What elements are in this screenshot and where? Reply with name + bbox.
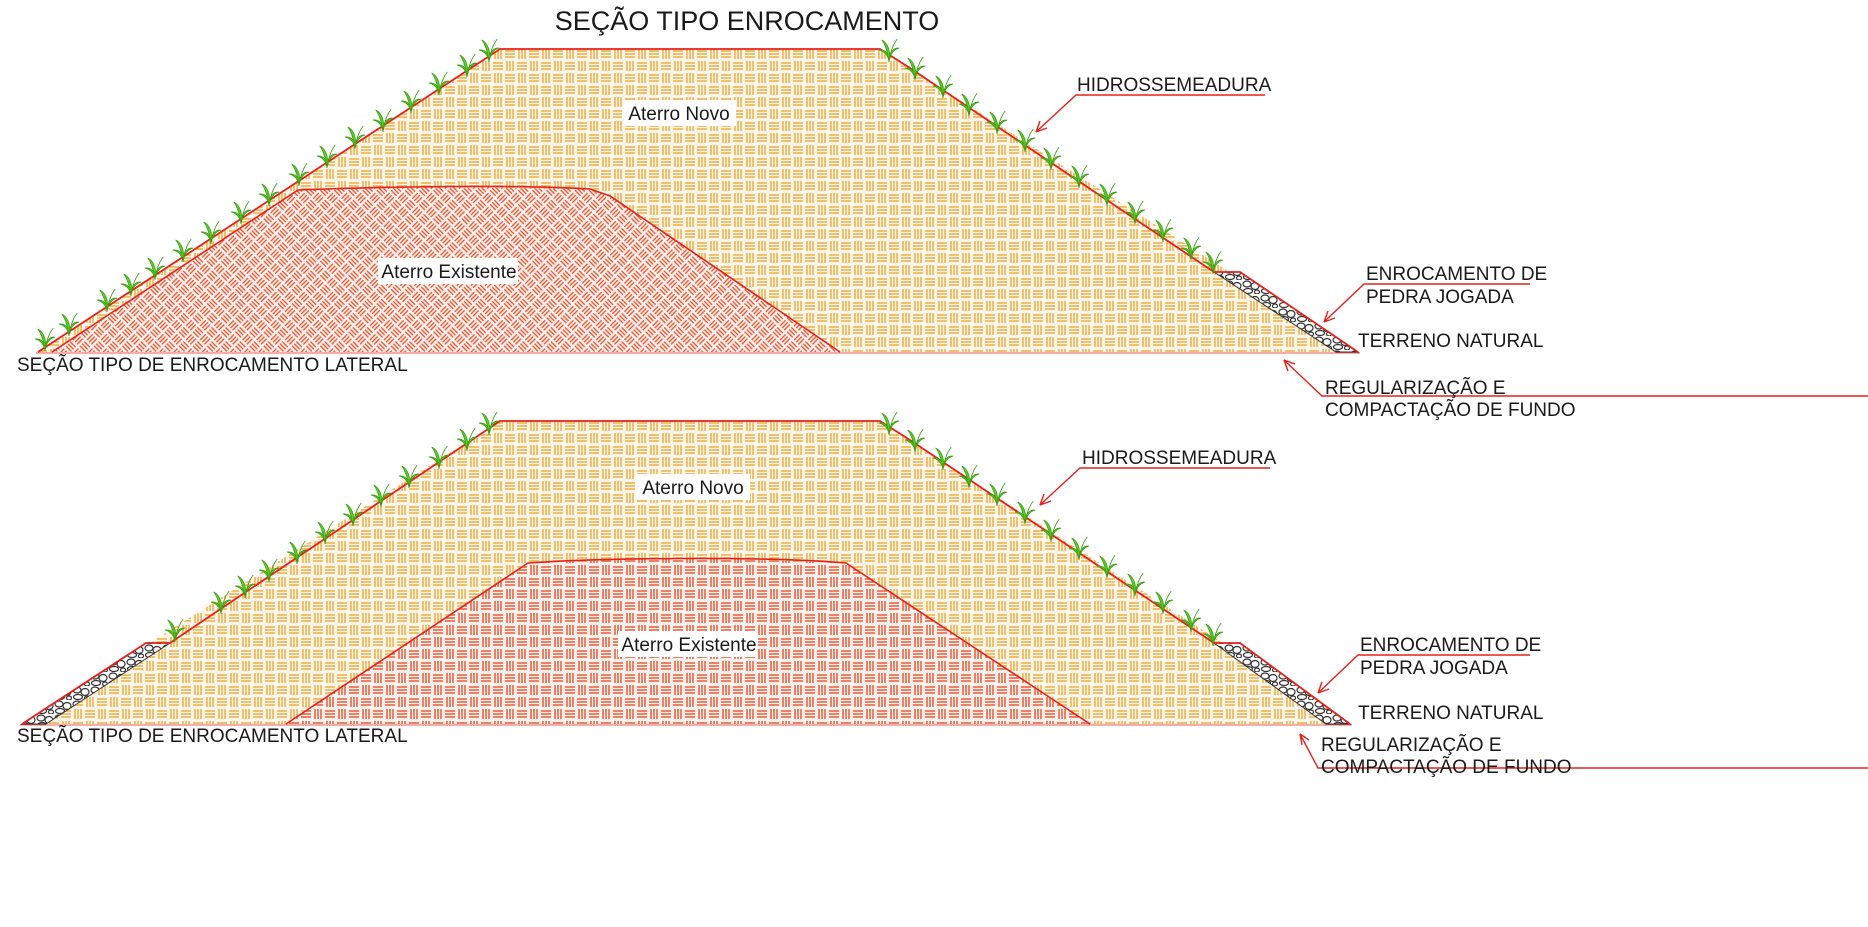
section-caption: SEÇÃO TIPO DE ENROCAMENTO LATERAL — [17, 725, 408, 747]
drawing-title: SEÇÃO TIPO ENROCAMENTO — [555, 5, 940, 36]
new-fill-label: Aterro Novo — [642, 478, 743, 499]
embankment-outline — [21, 420, 1351, 725]
regularization-label-line2: COMPACTAÇÃO DE FUNDO — [1321, 756, 1572, 778]
callout-hydroseeding — [1035, 94, 1265, 133]
new-fill-label: Aterro Novo — [628, 104, 729, 125]
section-caption: SEÇÃO TIPO DE ENROCAMENTO LATERAL — [17, 354, 408, 376]
existing-fill-label: Aterro Existente — [381, 262, 516, 283]
new-fill-label-bg — [636, 474, 750, 500]
regularization-label-line2: COMPACTAÇÃO DE FUNDO — [1325, 399, 1576, 421]
hydroseeding-label: HIDROSSEMEADURA — [1077, 75, 1272, 96]
hydroseeding-label: HIDROSSEMEADURA — [1082, 448, 1277, 469]
natural-ground-label: TERRENO NATURAL — [1358, 703, 1543, 724]
riprap-label-line1: ENROCAMENTO DE — [1360, 635, 1541, 656]
riprap-label-line2: PEDRA JOGADA — [1366, 287, 1514, 308]
embankment-outline — [37, 48, 1359, 353]
callout-regularization — [1283, 359, 1868, 397]
callout-regularization — [1299, 733, 1868, 769]
callout-riprap — [1323, 283, 1530, 323]
existing-fill-outline — [51, 185, 841, 353]
section-lower: Aterro Novo Aterro Existente HIDROSSEMEA… — [17, 411, 1868, 778]
regularization-label-line1: REGULARIZAÇÃO E — [1321, 734, 1502, 756]
callout-riprap — [1317, 654, 1530, 694]
existing-fill-label-bg — [378, 258, 518, 284]
existing-fill-outline — [285, 557, 1091, 725]
existing-fill-label-bg — [618, 631, 758, 657]
riprap-label-line2: PEDRA JOGADA — [1360, 658, 1508, 679]
new-fill-label-bg — [622, 100, 736, 126]
riprap-label-line1: ENROCAMENTO DE — [1366, 264, 1547, 285]
existing-fill-label: Aterro Existente — [621, 635, 756, 656]
callout-hydroseeding — [1039, 467, 1270, 506]
section-upper: Aterro Novo Aterro Existente HIDROSSEMEA… — [17, 38, 1868, 421]
regularization-label-line1: REGULARIZAÇÃO E — [1325, 377, 1506, 399]
natural-ground-label: TERRENO NATURAL — [1358, 331, 1543, 352]
